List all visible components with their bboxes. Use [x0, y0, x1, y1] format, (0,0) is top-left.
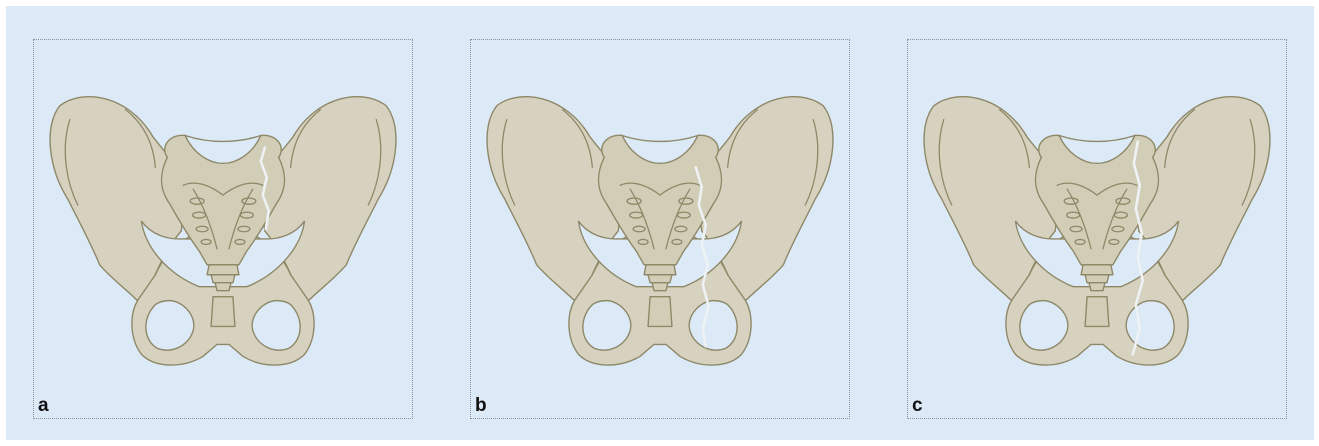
panel-a: a	[33, 39, 413, 419]
panel-b: b	[470, 39, 850, 419]
pelvis-bone	[924, 97, 1270, 365]
pelvis-bone	[50, 97, 396, 365]
panel-label: b	[475, 396, 487, 416]
pelvis-bone	[487, 97, 833, 365]
pelvis-illustration-c	[908, 40, 1286, 418]
pelvis-figure: a b c	[6, 6, 1314, 440]
pelvis-illustration-a	[34, 40, 412, 418]
panel-c: c	[907, 39, 1287, 419]
panel-label: c	[912, 396, 923, 416]
panel-label: a	[38, 396, 49, 416]
pelvis-illustration-b	[471, 40, 849, 418]
